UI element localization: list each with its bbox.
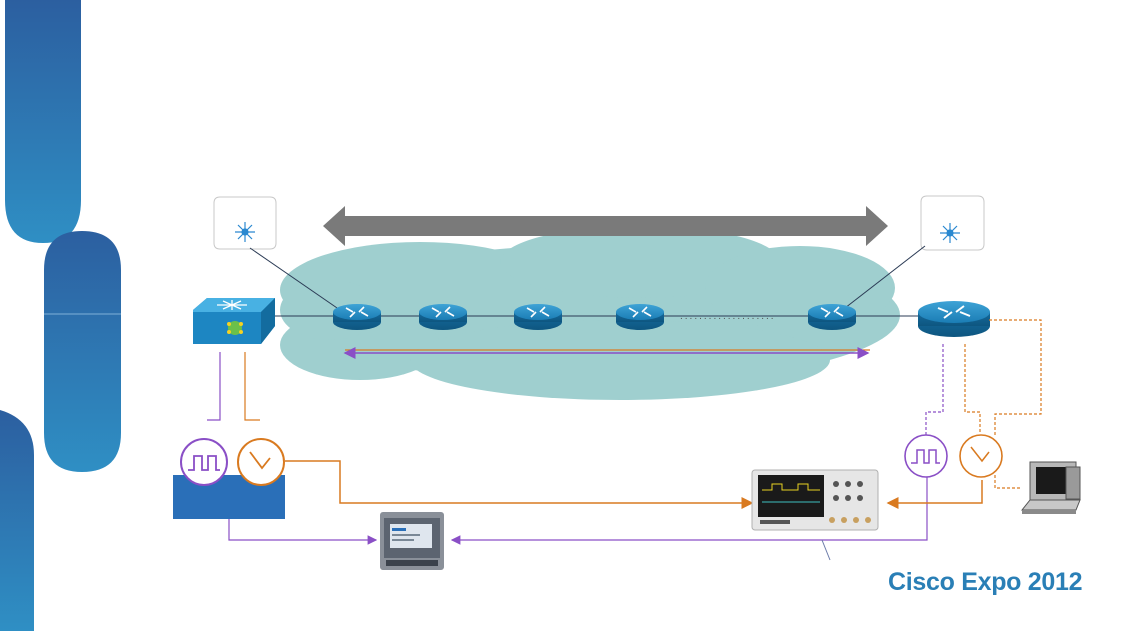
accent-shape-bottom xyxy=(0,410,34,631)
agilent-logo-icon xyxy=(213,196,277,250)
pulse-generator-icon xyxy=(180,438,228,486)
right-orange-to-scope xyxy=(886,480,983,509)
timing-analyzer-icon xyxy=(380,512,444,570)
accent-shape-middle xyxy=(44,231,121,472)
right-orange-dashed-2 xyxy=(989,319,1042,436)
brand-footer-text: Cisco Expo 2012 xyxy=(888,568,1083,596)
router-icon xyxy=(333,304,381,330)
edge-router-icon xyxy=(918,301,990,337)
left-accent-decoration xyxy=(0,0,121,631)
agilent-logo-icon xyxy=(920,195,985,251)
pulse-generator-icon xyxy=(904,434,948,478)
accent-shape-top xyxy=(5,0,81,243)
router-ellipsis: .................... xyxy=(680,311,776,322)
right-purple-dashed xyxy=(925,344,944,438)
router-icon xyxy=(808,304,856,330)
router-icon xyxy=(419,304,467,330)
switch-orange-connector xyxy=(244,352,260,421)
router-icon xyxy=(514,304,562,330)
right-orange-dashed-1 xyxy=(964,344,981,432)
purple-right-link xyxy=(450,476,928,545)
workstation-icon xyxy=(1020,461,1081,514)
router-icon xyxy=(616,304,664,330)
clock-source-icon xyxy=(959,434,1003,478)
orange-clock-link xyxy=(285,460,754,509)
right-orange-dashed-3 xyxy=(994,475,1020,489)
end-to-end-gray-arrow xyxy=(323,206,888,246)
switch-purple-connector xyxy=(207,352,221,421)
core-routers xyxy=(333,304,856,330)
purple-box-link xyxy=(228,519,378,545)
switch-icon xyxy=(193,298,275,344)
clock-source-icon xyxy=(237,438,285,486)
oscilloscope-icon xyxy=(751,469,879,531)
